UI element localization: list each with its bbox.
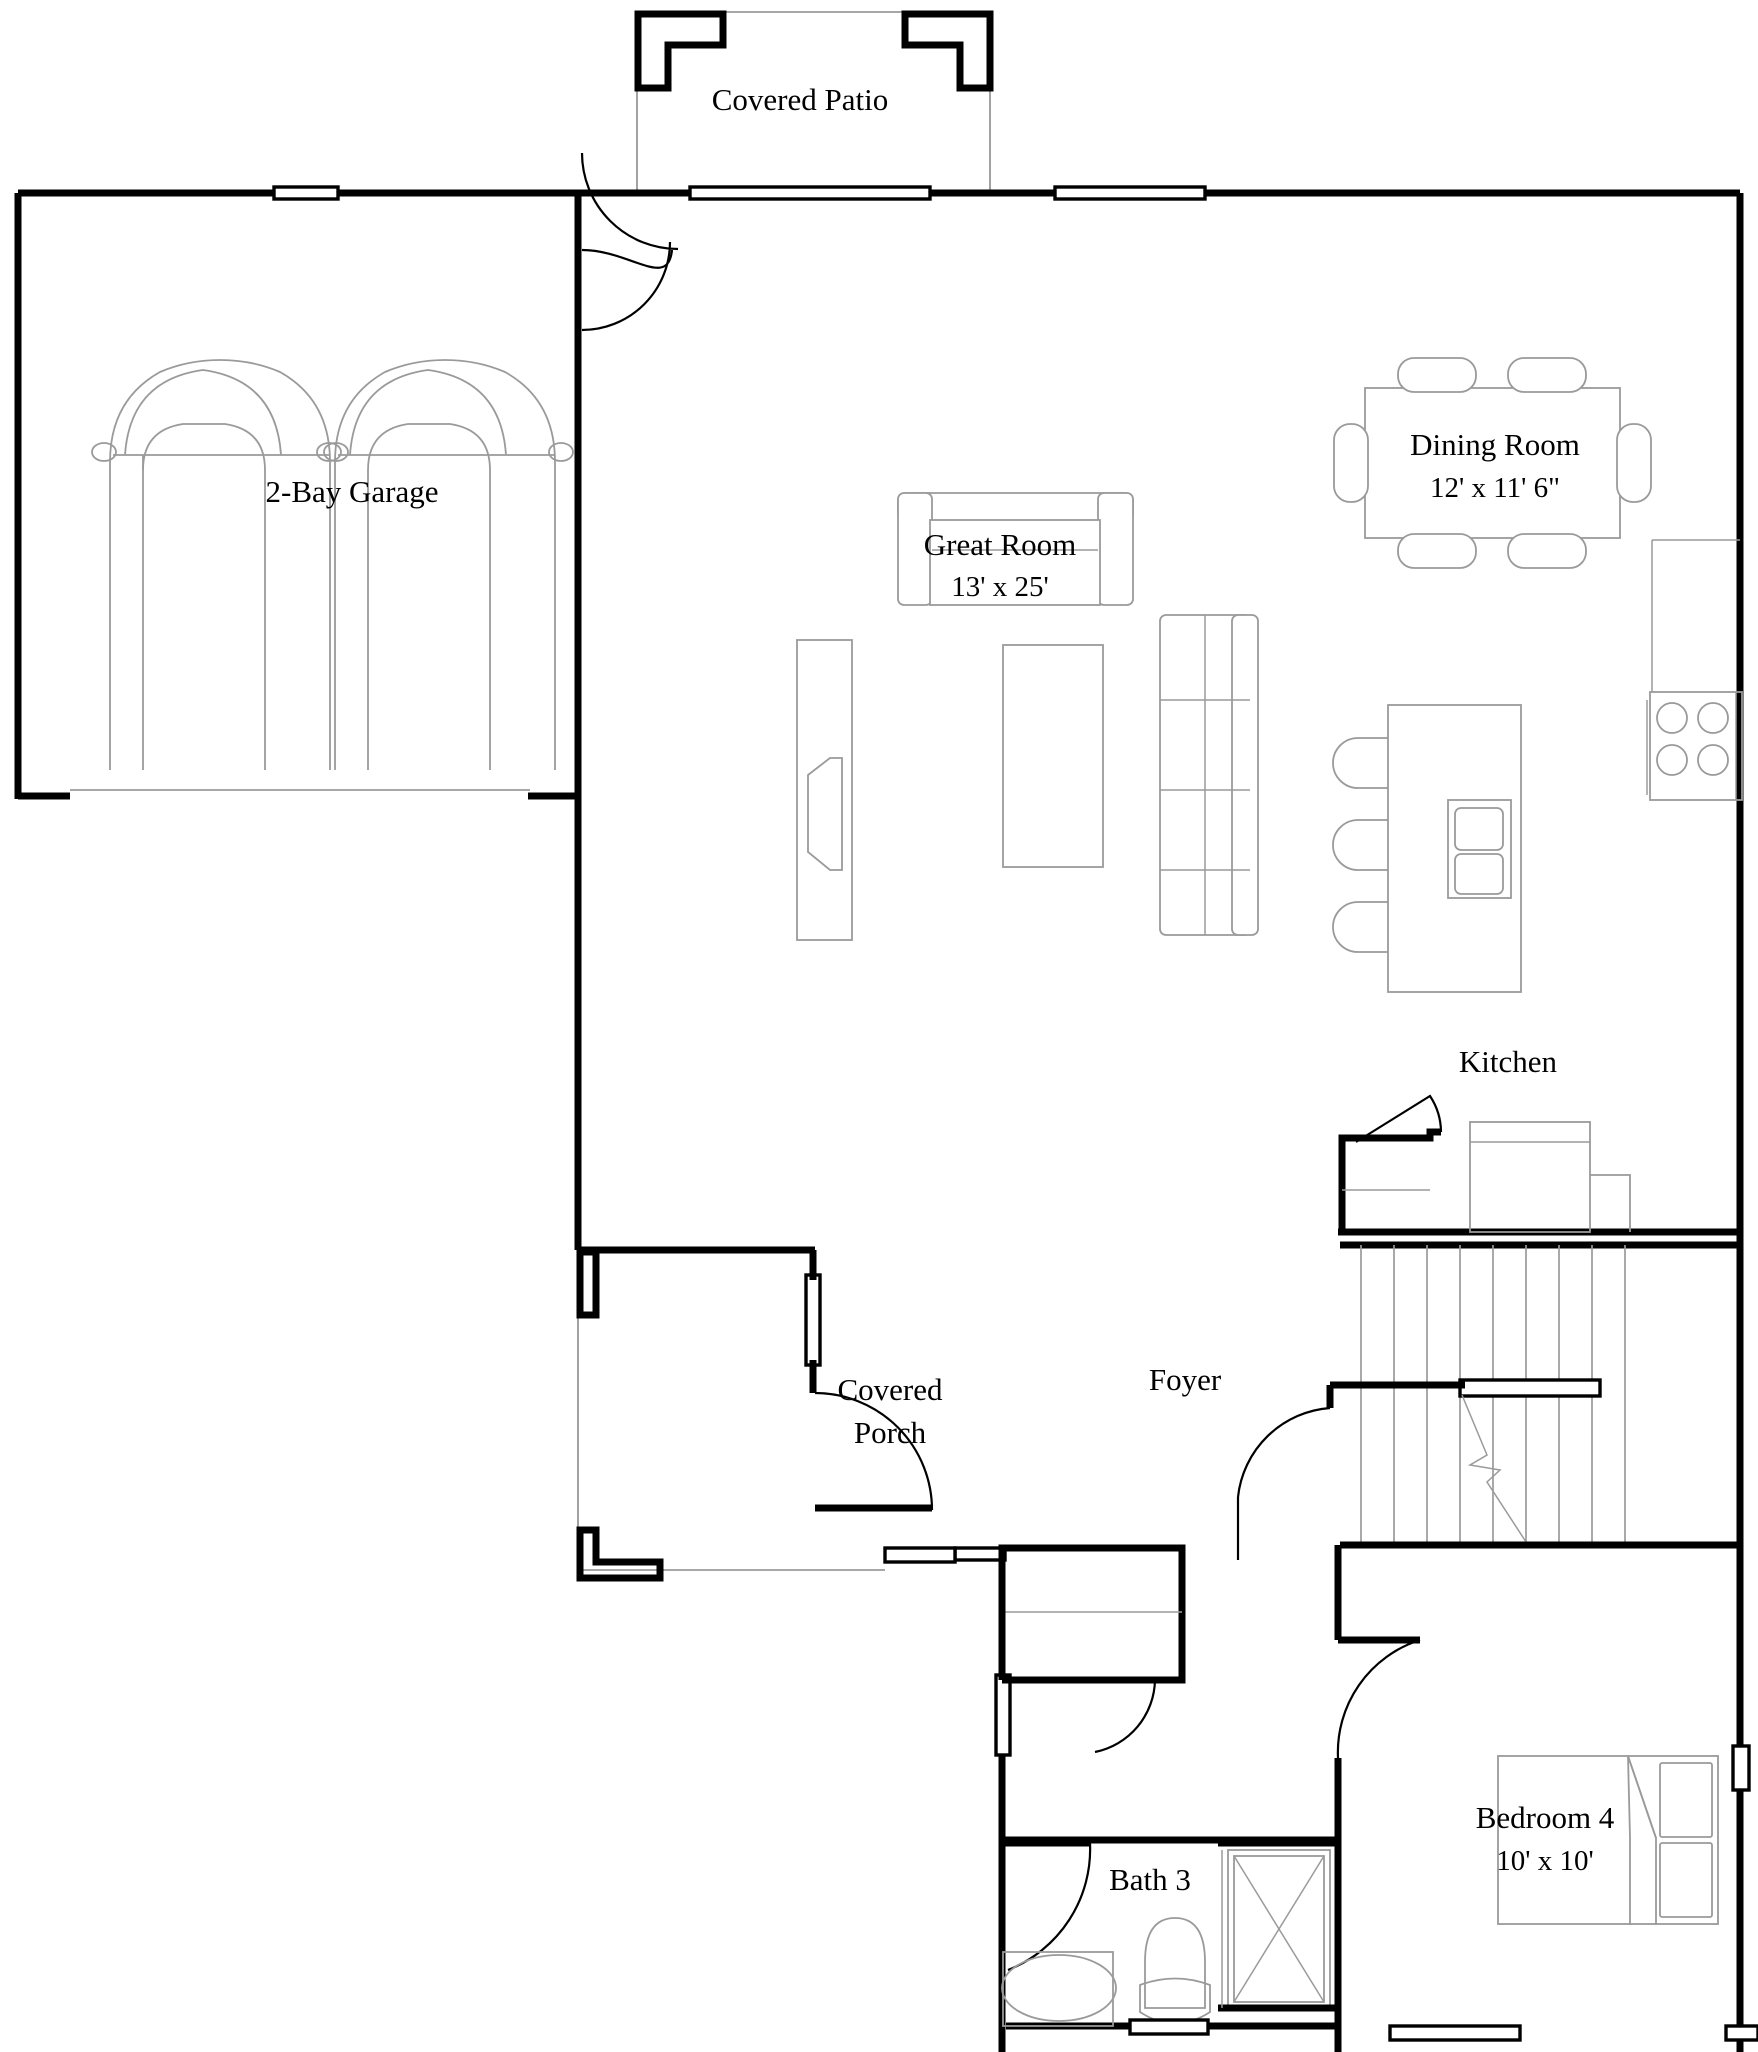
dim-dining-room: 12' x 11' 6": [1430, 472, 1560, 504]
window-bath-bottom: [1724, 2024, 1758, 2042]
window-bedroom-bottom: [1388, 2024, 1522, 2042]
window-greatroom-top: [688, 185, 932, 201]
bar-stools: [1332, 737, 1388, 953]
label-bath-3: Bath 3: [1109, 1862, 1191, 1897]
window-dining-top: [1053, 185, 1207, 201]
bed: [1497, 1755, 1719, 1925]
room-labels: Covered Patio 2-Bay Garage Great Room 13…: [266, 82, 1615, 1897]
dim-great-room: 13' x 25': [951, 571, 1048, 603]
sofa: [897, 492, 1134, 606]
dim-bedroom-4: 10' x 10': [1496, 1845, 1593, 1877]
media-console: [796, 639, 853, 941]
hall-walls: [1002, 1545, 1421, 2052]
label-covered-patio: Covered Patio: [712, 82, 889, 117]
coat-closet: [953, 1544, 1186, 1840]
vanity-sink: [1001, 1951, 1117, 2027]
counter-right: [1651, 539, 1740, 692]
window-garage-top: [272, 185, 340, 201]
kitchen-island: [1387, 704, 1522, 993]
toilet: [1128, 1917, 1211, 2036]
covered-patio-outline: [634, 10, 994, 192]
kitchen-lower-wall: [1338, 1094, 1740, 1236]
staircase: [1236, 1241, 1740, 1560]
label-covered-porch-line2: Porch: [854, 1415, 927, 1450]
label-garage: 2-Bay Garage: [266, 474, 439, 509]
car-2: [316, 359, 574, 770]
label-bedroom-4: Bedroom 4: [1476, 1800, 1615, 1835]
coffee-table: [1002, 644, 1104, 868]
label-great-room: Great Room: [924, 527, 1076, 562]
dining-chairs: [1333, 357, 1652, 569]
patio-door-swing: [574, 152, 679, 251]
range: [1646, 691, 1743, 801]
foyer-lower: [760, 1546, 1100, 1684]
interior-walls: [576, 1246, 934, 1582]
loveseat: [1159, 614, 1259, 936]
label-foyer: Foyer: [1149, 1362, 1222, 1397]
shower: [1218, 1849, 1338, 2012]
car-1: [91, 359, 349, 770]
window-bedroom-right: [1731, 1744, 1751, 1792]
dining-table: [1364, 387, 1621, 539]
refrigerator: [1469, 1121, 1631, 1233]
label-dining-room: Dining Room: [1410, 427, 1580, 462]
label-covered-porch-line1: Covered: [837, 1372, 943, 1407]
label-kitchen: Kitchen: [1459, 1044, 1558, 1079]
